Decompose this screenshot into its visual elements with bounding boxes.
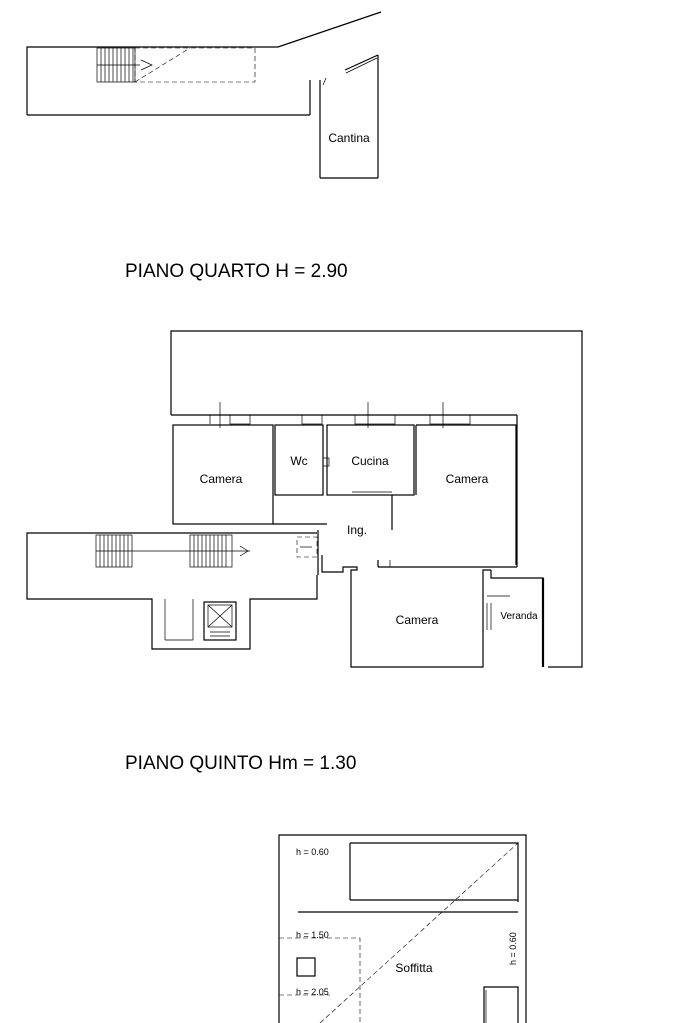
veranda [482,570,545,667]
room-label-soffitta: Soffitta [395,961,432,975]
fourth-floor-plan: Camera Wc Cucina Camera Ing. Camera Vera… [26,330,583,668]
windows-top [209,402,471,428]
fifth-floor-plan: h = 0.60 h = 1.50 h = 2.05 h = 0.60 Soff… [278,834,527,1023]
room-label-ingresso: Ing. [347,523,367,537]
room-label-camera-right: Camera [446,472,489,486]
room-label-camera-left: Camera [200,472,243,486]
room-label-camera-bottom: Camera [396,613,439,627]
cellar-stairs [96,47,256,83]
fifth-floor-title: PIANO QUINTO Hm = 1.30 [125,753,357,774]
cellar-plan: Cantina [26,11,382,179]
fourth-floor-stairs [26,532,318,650]
fourth-floor-title: PIANO QUARTO H = 2.90 [125,261,348,282]
room-label-cucina: Cucina [351,454,389,468]
room-label-wc: Wc [290,454,307,468]
height-label-4: h = 0.60 [508,932,518,965]
room-label-cantina: Cantina [328,131,370,145]
height-label-2: h = 1.50 [296,930,329,940]
height-label-3: h = 2.05 [296,987,329,997]
room-label-veranda: Veranda [500,611,538,622]
height-label-1: h = 0.60 [296,847,329,857]
